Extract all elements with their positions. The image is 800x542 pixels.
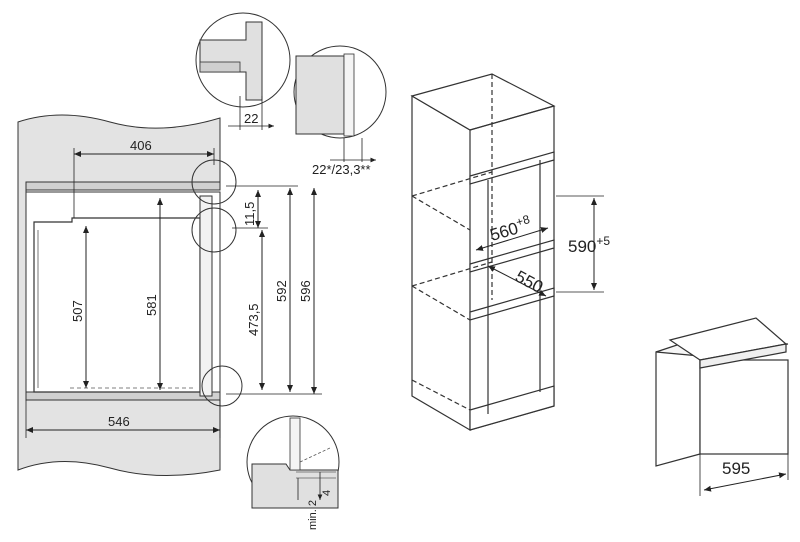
dim-height-590: 590 [568,237,596,256]
dim-bottom-4: 4 [321,490,333,496]
dim-bottom-min2: min. 2 [307,500,319,530]
detail-top-left: 22 [195,12,291,130]
dim-detail-22-23: 22*/23,3** [312,162,371,177]
detail-top-right: 22*/23,3** [293,45,387,177]
dim-width-tolerance: +8 [514,212,531,229]
side-section-view: 406 507 581 11,5 473,5 592 596 546 [17,114,322,477]
dim-height-592: 592 [274,280,289,302]
svg-text:560+8: 560+8 [487,212,534,245]
oven-appliance [655,317,789,496]
svg-text:590+5: 590+5 [568,234,610,256]
dim-height-tolerance: +5 [596,234,610,248]
dim-height-596: 596 [298,280,313,302]
dim-height-581: 581 [144,294,159,316]
dim-height-473-5: 473,5 [246,303,261,336]
detail-bottom: 4 min. 2 [246,415,340,530]
dim-detail-22: 22 [244,111,258,126]
dim-depth-406: 406 [130,138,152,153]
dim-height-507: 507 [70,300,85,322]
tall-cabinet [410,73,604,432]
dim-appliance-595: 595 [722,459,750,478]
dim-gap-11-5: 11,5 [242,202,257,226]
dim-depth-546: 546 [108,414,130,429]
